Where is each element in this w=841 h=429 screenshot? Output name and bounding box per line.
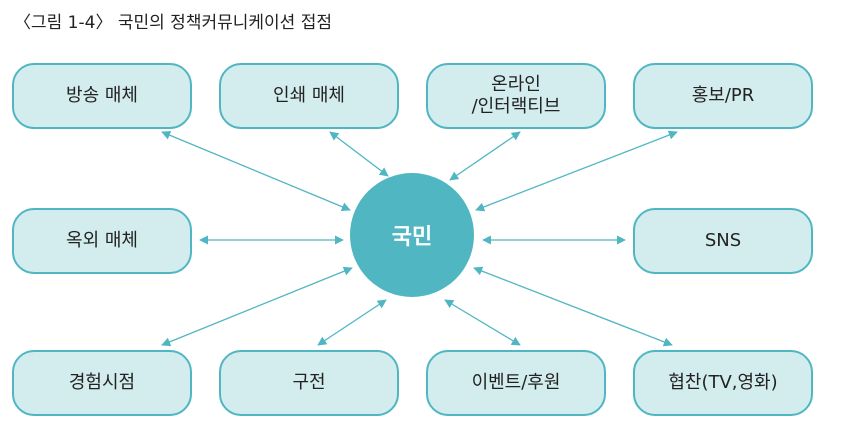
arrow-print — [329, 131, 389, 177]
node-label: 구전 — [292, 371, 326, 393]
node-label: 인쇄 매체 — [273, 84, 345, 106]
arrow-broadcast — [161, 130, 351, 212]
node-label: 협찬(TV,영화) — [668, 371, 778, 393]
node-experience-point: 경험시점 — [12, 350, 192, 416]
node-online-interactive: 온라인 /인터랙티브 — [426, 63, 606, 129]
center-label: 국민 — [391, 225, 433, 250]
center-node-citizens: 국민 — [350, 173, 474, 297]
arrow-online — [449, 131, 521, 181]
figure-title: 〈그림 1-4〉 국민의 정책커뮤니케이션 접점 — [14, 13, 332, 33]
node-print-media: 인쇄 매체 — [219, 63, 399, 129]
node-label: 방송 매체 — [66, 84, 138, 106]
node-pr: 홍보/PR — [633, 63, 813, 129]
node-label: 홍보/PR — [691, 84, 755, 106]
arrow-pr — [475, 130, 678, 212]
node-label: SNS — [704, 229, 742, 251]
node-label: 온라인 /인터랙티브 — [471, 73, 561, 118]
node-sns: SNS — [633, 208, 813, 274]
arrow-word — [317, 299, 387, 346]
arrow-experience — [161, 266, 353, 347]
node-label: 이벤트/후원 — [471, 371, 561, 393]
node-event-sponsorship: 이벤트/후원 — [426, 350, 606, 416]
node-word-of-mouth: 구전 — [219, 350, 399, 416]
node-product-placement: 협찬(TV,영화) — [633, 350, 813, 416]
node-outdoor-media: 옥외 매체 — [12, 208, 192, 274]
arrow-sponsor — [473, 266, 673, 347]
arrow-event — [444, 299, 521, 346]
node-label: 옥외 매체 — [66, 229, 138, 251]
node-label: 경험시점 — [68, 371, 136, 393]
node-broadcast-media: 방송 매체 — [12, 63, 192, 129]
